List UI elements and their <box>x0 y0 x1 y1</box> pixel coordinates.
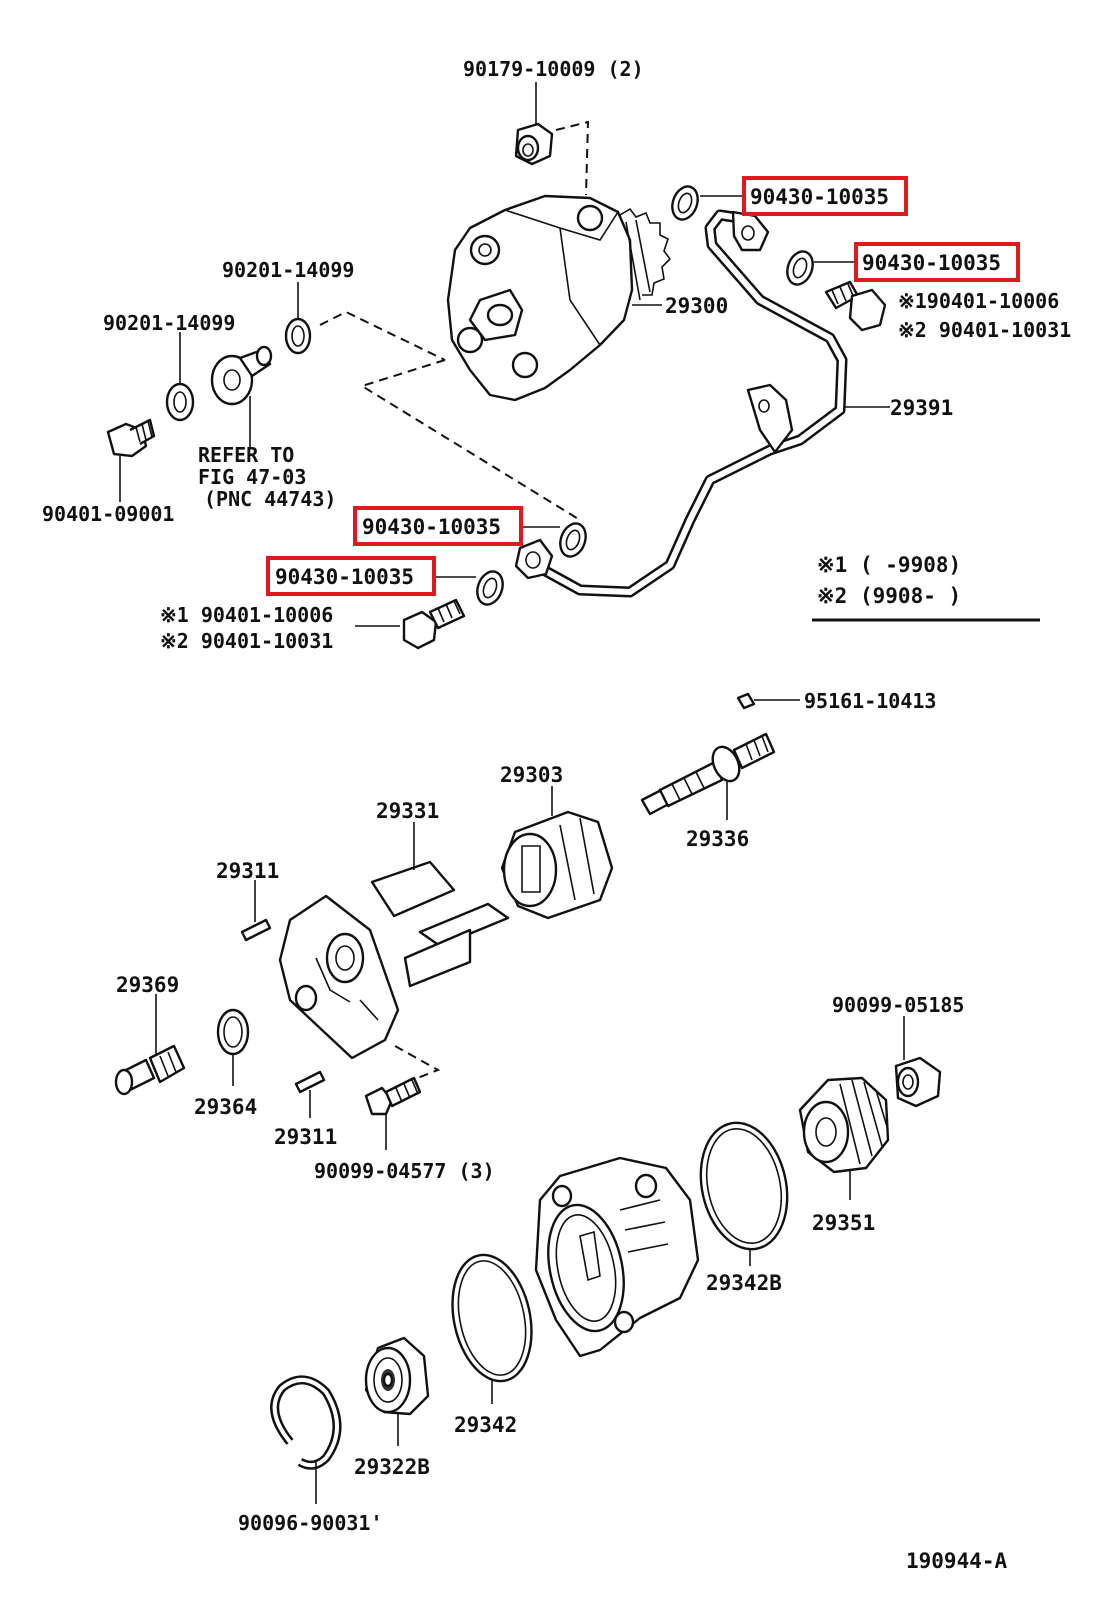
applicability-note: ※1 ( -9908) ※2 (9908- ) <box>812 553 1040 622</box>
union-bolt-left <box>402 598 466 650</box>
label-90096-90031: 90096-90031' <box>238 1511 383 1535</box>
nut-90179 <box>514 122 554 166</box>
union-fitting <box>210 345 273 406</box>
plug-29369 <box>114 1044 186 1096</box>
washer-90201-upper <box>284 317 312 355</box>
refer-line-2: FIG 47-03 <box>198 465 306 489</box>
label-90430-3: 90430-10035 <box>362 515 501 539</box>
label-29300: 29300 <box>665 294 728 318</box>
label-29342: 29342 <box>454 1413 517 1437</box>
pump-housing <box>534 1156 700 1358</box>
end-plate <box>278 894 400 1060</box>
pin-29311-upper <box>240 918 272 942</box>
drive-gear-29351 <box>798 1076 890 1174</box>
pin-29311-lower <box>294 1070 326 1094</box>
o-ring-29342 <box>451 1253 533 1383</box>
oil-pipe-29391 <box>514 209 848 598</box>
o-ring-29364 <box>216 1008 250 1056</box>
bolt-90099-04577 <box>364 1076 422 1116</box>
washer-90201-lower <box>165 382 195 422</box>
label-90201-upper: 90201-14099 <box>222 258 354 282</box>
shaft-29336 <box>640 732 776 816</box>
bearing-29322B <box>364 1336 430 1416</box>
label-left-ast1: ※1 90401-10006 <box>160 603 333 627</box>
gasket-lower-upper <box>559 522 587 558</box>
label-29311-upper: 29311 <box>216 859 279 883</box>
label-90099-04577: 90099-04577 (3) <box>314 1159 495 1183</box>
snap-ring-90096 <box>270 1375 342 1470</box>
label-90401-09001: 90401-09001 <box>42 502 174 526</box>
label-right-ast1: ※190401-10006 <box>898 289 1059 313</box>
label-right-ast2: ※2 90401-10031 <box>898 318 1071 342</box>
nut-90099-05185 <box>894 1056 942 1108</box>
label-90430-1: 90430-10035 <box>750 185 889 209</box>
union-bolt-right <box>824 280 887 332</box>
label-29336: 29336 <box>686 827 749 851</box>
label-95161: 95161-10413 <box>804 689 936 713</box>
note1-text: ( -9908) <box>860 553 961 577</box>
label-29331: 29331 <box>376 799 439 823</box>
vacuum-pump-body-29300 <box>446 194 672 402</box>
label-29369: 29369 <box>116 973 179 997</box>
note1-mark: ※1 <box>817 553 847 577</box>
highlight-90430-2[interactable]: 90430-10035 <box>854 242 1020 282</box>
label-29322B: 29322B <box>354 1455 430 1479</box>
label-90430-4: 90430-10035 <box>275 565 414 589</box>
label-90201-lower: 90201-14099 <box>103 311 235 335</box>
highlight-90430-3[interactable]: 90430-10035 <box>353 506 523 546</box>
figure-id: 190944-A <box>906 1549 1008 1573</box>
label-90430-2: 90430-10035 <box>862 251 1001 275</box>
label-29311-lower: 29311 <box>274 1125 337 1149</box>
label-29351: 29351 <box>812 1211 875 1235</box>
label-90179: 90179-10009 (2) <box>463 57 644 81</box>
gasket-lower-lower <box>476 570 504 606</box>
gasket-upper-right <box>786 250 814 286</box>
bolt-90401-09001 <box>106 418 156 458</box>
o-ring-29342B <box>699 1121 789 1251</box>
label-left-ast2: ※2 90401-10031 <box>160 629 333 653</box>
label-90099-05185: 90099-05185 <box>832 993 964 1017</box>
rotor-29303 <box>500 810 614 920</box>
label-29364: 29364 <box>194 1095 257 1119</box>
note2-text: (9908- ) <box>860 584 961 608</box>
label-29303: 29303 <box>500 763 563 787</box>
highlight-90430-4[interactable]: 90430-10035 <box>266 556 436 596</box>
highlight-90430-1[interactable]: 90430-10035 <box>742 176 908 216</box>
label-29391: 29391 <box>890 396 953 420</box>
refer-line-1: REFER TO <box>198 443 294 467</box>
key-95161 <box>736 692 756 710</box>
note2-mark: ※2 <box>817 584 847 608</box>
gasket-upper-left <box>671 185 699 221</box>
vane-29331 <box>370 860 510 988</box>
label-29342B: 29342B <box>706 1271 782 1295</box>
refer-line-3: (PNC 44743) <box>204 487 336 511</box>
